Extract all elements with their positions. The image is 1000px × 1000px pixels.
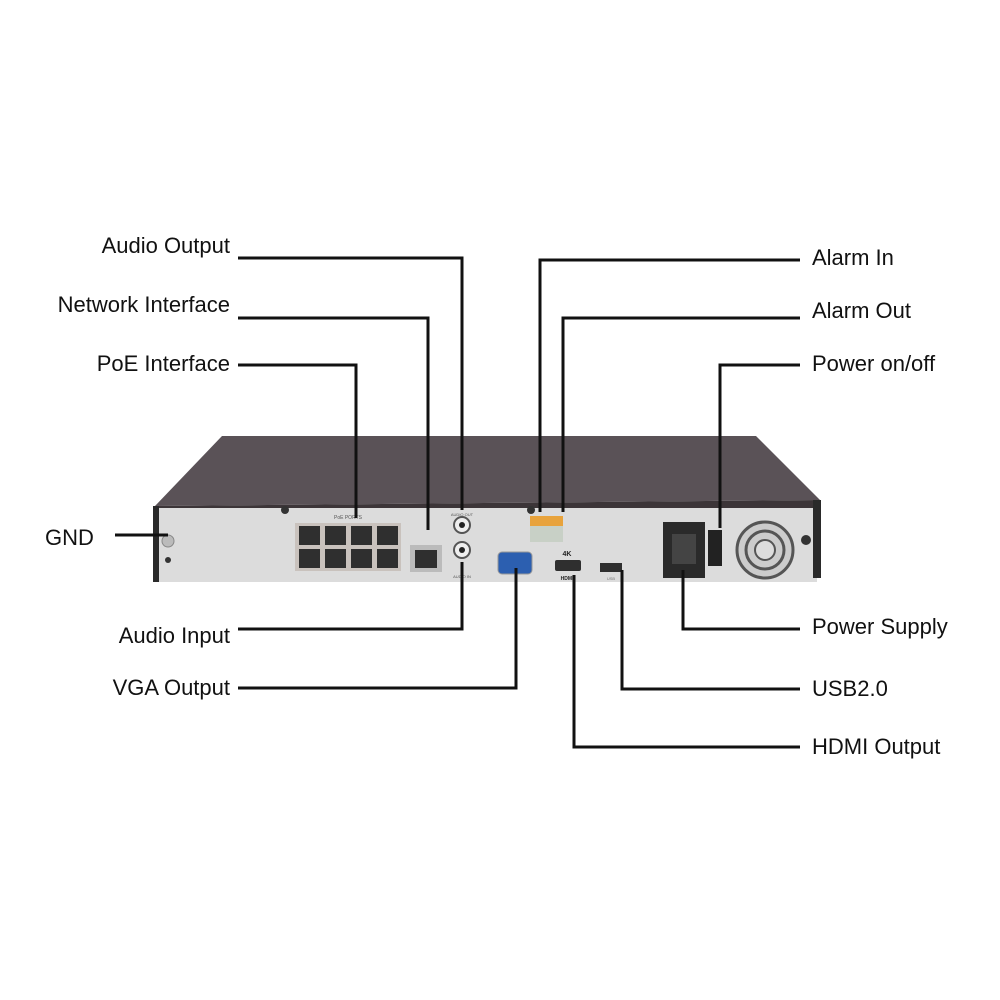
rear-panel (157, 508, 817, 582)
hdmi-label: HDMI (561, 576, 574, 582)
label-power-onoff: Power on/off (812, 351, 936, 376)
label-alarm-out: Alarm Out (812, 298, 912, 323)
label-alarm-in: Alarm In (812, 245, 894, 270)
leader-lines (115, 256, 800, 749)
power-switch (708, 530, 722, 566)
usb-port (600, 563, 622, 572)
label-audio-input: Audio Input (118, 623, 230, 648)
label-poe-interface: PoE Interface (96, 351, 230, 376)
label-audio-output: Audio Output (101, 233, 230, 258)
screw-icon (161, 534, 175, 548)
label-gnd: GND (45, 525, 94, 550)
device-top (155, 436, 820, 506)
poe-ports-label: PoE PORTS (334, 515, 363, 521)
gnd-terminal-icon (165, 557, 171, 563)
label-power-supply: Power Supply (812, 614, 948, 639)
label-hdmi-output: HDMI Output (812, 734, 941, 759)
poe-ports (295, 523, 401, 571)
hdmi-4k-label: 4K (563, 551, 572, 558)
label-usb: USB2.0 (812, 676, 888, 701)
usb-label: USB (607, 576, 616, 581)
hdmi-port (555, 560, 581, 571)
audio-out-label: AUDIO OUT (451, 512, 474, 517)
alarm-terminal (530, 516, 563, 526)
label-vga-output: VGA Output (112, 675, 230, 700)
label-network-interface: Network Interface (57, 292, 230, 317)
